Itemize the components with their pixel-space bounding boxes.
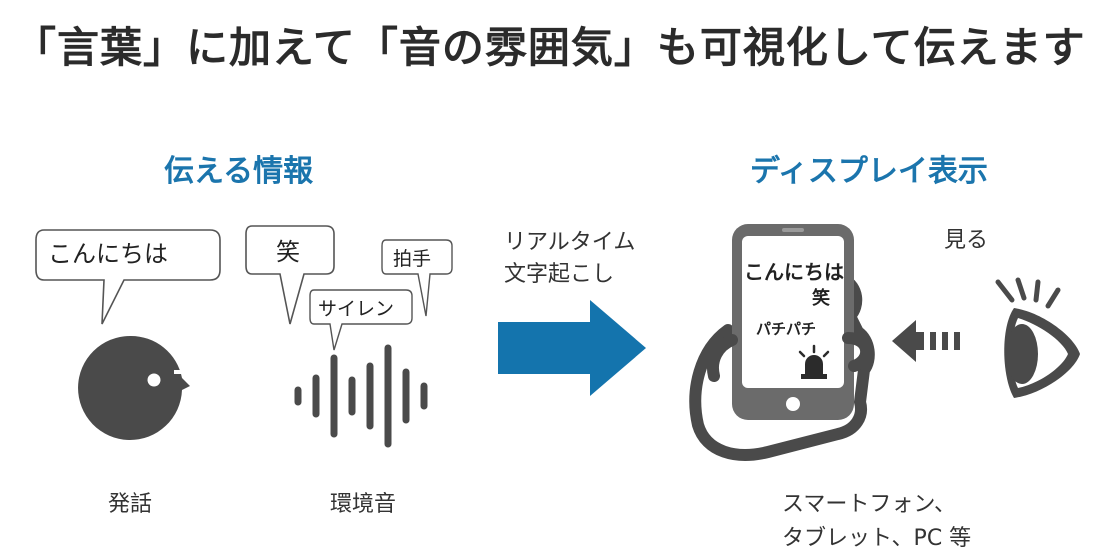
bubble-laugh-text: 笑 xyxy=(276,238,300,266)
speaking-head-icon xyxy=(78,335,190,440)
label-speech: 発話 xyxy=(108,492,153,517)
sound-wave-icon xyxy=(294,344,428,448)
label-devices-line1: スマートフォン、 xyxy=(782,492,957,517)
eye-icon xyxy=(995,277,1080,398)
phone-text-laugh: 笑 xyxy=(812,288,830,309)
siren-icon xyxy=(798,344,830,379)
page-title: 「言葉」に加えて「音の雰囲気」も可視化して伝えます xyxy=(14,23,1086,72)
caption-realtime: リアルタイム xyxy=(504,230,636,255)
phone-text-greeting: こんにちは xyxy=(744,260,844,284)
bubble-siren xyxy=(309,289,413,351)
caption-transcription: 文字起こし xyxy=(504,262,615,287)
speech-bubble xyxy=(35,229,221,325)
bubble-applause-text: 拍手 xyxy=(393,248,432,270)
label-devices-line2: タブレット、PC 等 xyxy=(782,526,972,551)
speech-bubble-text: こんにちは xyxy=(48,240,168,268)
bubble-siren-text: サイレン xyxy=(318,298,395,320)
phone-text-applause: パチパチ xyxy=(756,320,817,338)
right-arrow-icon xyxy=(498,300,646,396)
smartphone-in-hand-icon xyxy=(689,224,875,461)
section-heading-display: ディスプレイ表示 xyxy=(750,154,988,189)
label-environment: 環境音 xyxy=(330,492,397,517)
bubble-applause xyxy=(381,239,453,317)
label-see: 見る xyxy=(944,228,989,253)
dotted-arrow-icon xyxy=(892,320,960,362)
bubble-laugh xyxy=(245,225,335,325)
section-heading-info: 伝える情報 xyxy=(164,154,314,189)
